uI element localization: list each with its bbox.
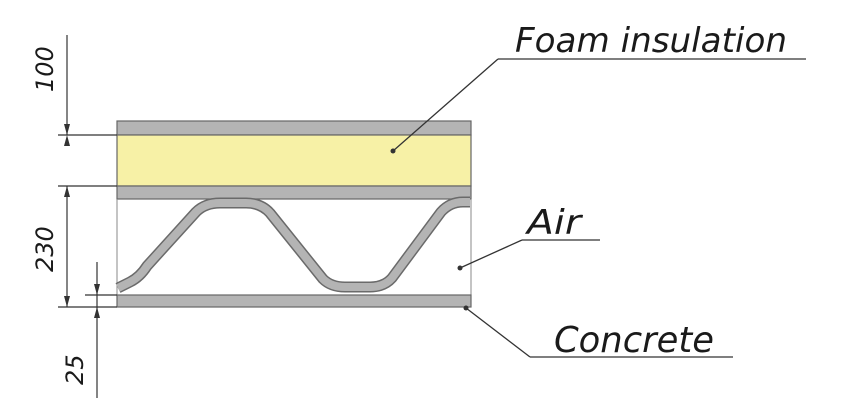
- foam-insulation-layer: [116, 134, 472, 187]
- arrow-foam-up: [64, 186, 70, 197]
- arrow-bottom-up: [94, 307, 100, 318]
- air-leader-dot: [457, 265, 463, 271]
- foam-insulation-label: Foam insulation: [515, 21, 787, 61]
- top-cover-layer: [116, 120, 472, 136]
- arrow-top-down: [64, 124, 70, 135]
- concrete-label: Concrete: [554, 320, 714, 361]
- dim-middle-value: 230: [31, 226, 59, 272]
- foam-leader-dot: [390, 148, 396, 154]
- dimension-lines: [58, 35, 117, 398]
- concrete-leader-line: [465, 307, 531, 358]
- concrete-layer: [116, 294, 472, 308]
- layer-stack: [115, 120, 472, 308]
- separator-layer: [116, 185, 472, 200]
- dimension-arrows: [64, 124, 100, 318]
- dim-bottom-value: 25: [61, 354, 89, 385]
- arrow-mid-down: [64, 296, 70, 307]
- arrow-bottom-down: [94, 284, 100, 295]
- arrow-foam-down: [64, 135, 70, 146]
- leader-lines: [392, 58, 806, 358]
- concrete-leader-dot: [463, 305, 469, 311]
- corrugated-profile-fill: [116, 198, 470, 292]
- air-leader-line: [459, 239, 523, 269]
- air-label: Air: [525, 203, 584, 243]
- foam-leader-line: [392, 58, 499, 152]
- dim-top-value: 100: [31, 46, 59, 92]
